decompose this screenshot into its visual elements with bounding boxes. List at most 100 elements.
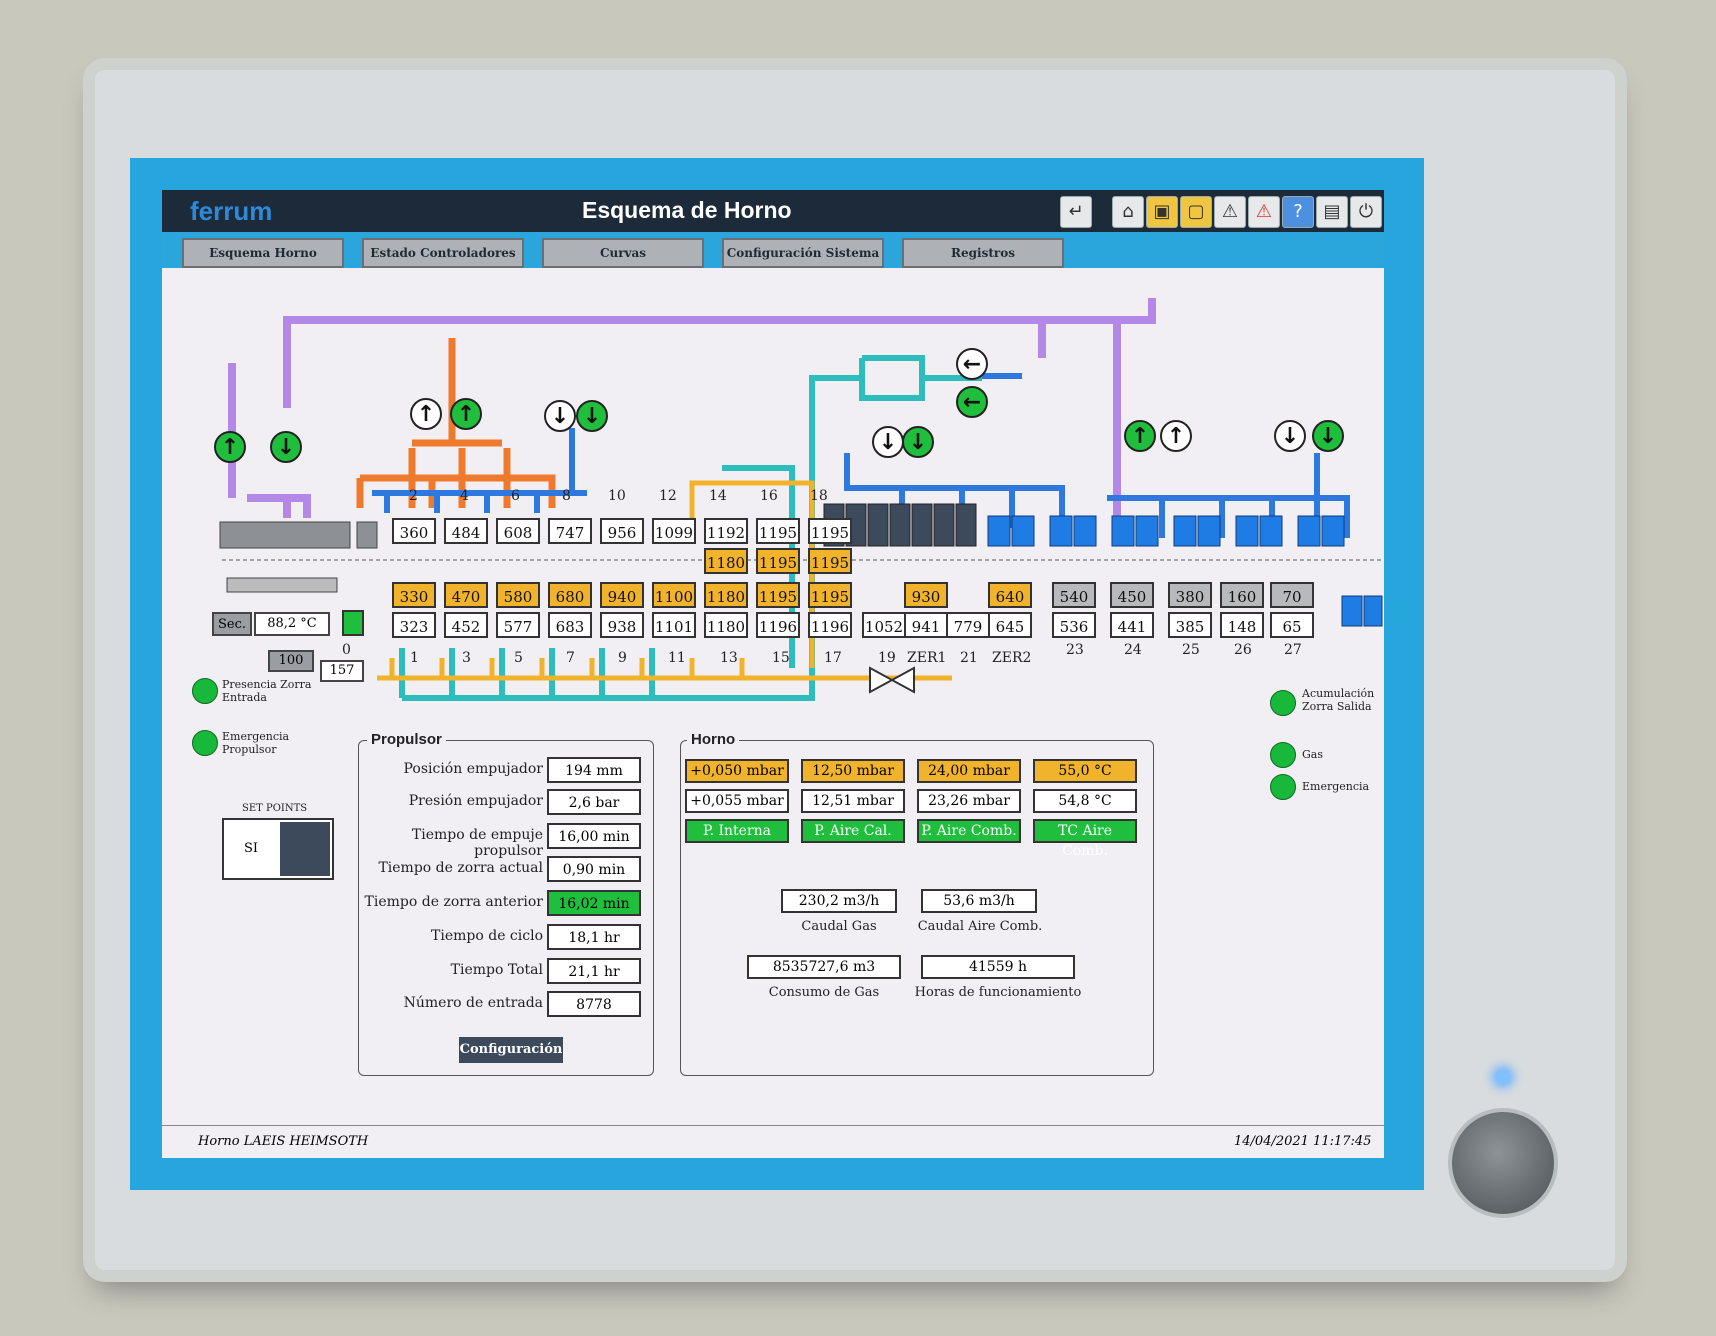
propulsor-label: Tiempo de zorra anterior [364,894,543,910]
status-left: Horno LAEIS HEIMSOTH [198,1134,369,1149]
cooling-setpoint[interactable]: 380 [1168,582,1212,608]
cooling-setpoint[interactable]: 160 [1220,582,1264,608]
title-bar: ferrum Esquema de Horno ↵ ⌂ ▣ ▢ ⚠ ⚠ ? ▤ … [162,190,1384,232]
horno-setpoint[interactable]: 12,50 mbar [801,759,905,783]
cooling-value: 385 [1168,612,1212,638]
horno-label: P. Aire Cal. [801,819,905,843]
power-led [1496,1070,1510,1084]
zone-setpoint[interactable]: 470 [444,582,488,608]
zone-temp-value: 683 [548,612,592,638]
zer1-label: ZER1 [907,650,947,666]
brand-logo: ferrum [190,196,273,226]
fan-icon[interactable]: ↑ [214,431,246,463]
emergencia-propulsor-lamp [192,730,218,756]
tab-curvas[interactable]: Curvas [542,238,704,268]
propulsor-label: Presión empujador [408,793,543,809]
consumo-gas-value: 8535727,6 m3 [747,955,901,979]
zone-setpoint[interactable]: 1195 [808,548,852,574]
configuracion-button[interactable]: Configuración [459,1037,563,1063]
zone-number: 16 [760,488,778,504]
cooling-setpoint[interactable]: 450 [1110,582,1154,608]
fan-icon[interactable]: ↑ [1160,420,1192,452]
zer2-label: ZER2 [992,650,1032,666]
fan-icon[interactable]: ↓ [270,431,302,463]
zone-setpoint[interactable]: 1180 [704,548,748,574]
tab-registros[interactable]: Registros [902,238,1064,268]
hmi-screen: ferrum Esquema de Horno ↵ ⌂ ▣ ▢ ⚠ ⚠ ? ▤ … [162,190,1384,1158]
zone-temp-value: 1101 [652,612,696,638]
zone-temp-value: 323 [392,612,436,638]
nav-bar: Esquema Horno Estado Controladores Curva… [162,232,1384,268]
warning-icon[interactable]: ⚠ [1214,196,1246,228]
fan-icon[interactable]: ↓ [902,426,934,458]
propulsor-title: Propulsor [367,731,446,748]
gas-valve-icon [869,666,915,694]
zone-number: 27 [1284,642,1302,658]
fan-icon[interactable]: ↓ [1312,420,1344,452]
sec-temp-value: 88,2 °C [254,612,330,636]
zone-number: 11 [668,650,686,666]
zone-setpoint[interactable]: 580 [496,582,540,608]
caudal-aire-label: Caudal Aire Comb. [917,919,1043,934]
power-button[interactable] [1448,1108,1558,1218]
zone-setpoint[interactable]: 1100 [652,582,696,608]
propulsor-panel: Propulsor Posición empujador 194 mm Pres… [358,731,654,1076]
zer2-setpoint[interactable]: 640 [988,582,1032,608]
propulsor-value: 0,90 min [547,856,641,882]
power-icon[interactable]: ⏻ [1350,196,1382,228]
zone-temp-value: 1195 [756,518,800,544]
propulsor-label: Tiempo Total [450,962,543,978]
setpoints-switch[interactable]: SI [222,818,334,880]
horno-panel: Horno +0,050 mbar 12,50 mbar 24,00 mbar … [680,731,1154,1076]
zone-number: 23 [1066,642,1084,658]
tab-esquema-horno[interactable]: Esquema Horno [182,238,344,268]
zone-setpoint[interactable]: 940 [600,582,644,608]
propulsor-value: 194 mm [547,757,641,783]
fan-icon[interactable]: ← [956,348,988,380]
zer1-setpoint[interactable]: 930 [904,582,948,608]
lock-icon[interactable]: ▣ [1146,196,1178,228]
zone-number: 12 [659,488,677,504]
fan-icon[interactable]: ↑ [1124,420,1156,452]
horno-setpoint[interactable]: 24,00 mbar [917,759,1021,783]
unlock-icon[interactable]: ▢ [1180,196,1212,228]
propulsor-label: Tiempo de zorra actual [378,860,543,876]
cooling-setpoint[interactable]: 540 [1052,582,1096,608]
zone-temp-value: 956 [600,518,644,544]
speed-value[interactable]: 100 [268,650,314,672]
fan-icon[interactable]: ↓ [1274,420,1306,452]
fan-icon[interactable]: ← [956,386,988,418]
zone-temp-value: 938 [600,612,644,638]
horno-setpoint[interactable]: +0,050 mbar [685,759,789,783]
cooling-setpoint[interactable]: 70 [1270,582,1314,608]
zone-setpoint[interactable]: 1195 [756,548,800,574]
zone-number: 13 [720,650,738,666]
zone-setpoint[interactable]: 330 [392,582,436,608]
zone-temp-value: 360 [392,518,436,544]
fan-icon[interactable]: ↑ [450,398,482,430]
fan-icon[interactable]: ↓ [872,426,904,458]
tab-configuracion-sistema[interactable]: Configuración Sistema [722,238,884,268]
help-icon[interactable]: ? [1282,196,1314,228]
cooling-value: 65 [1270,612,1314,638]
caudal-gas-label: Caudal Gas [801,919,877,934]
fan-icon[interactable]: ↓ [544,400,576,432]
zone-setpoint[interactable]: 680 [548,582,592,608]
page-title: Esquema de Horno [582,197,792,223]
zone-number: 15 [772,650,790,666]
zone-setpoint[interactable]: 1180 [704,582,748,608]
zone-number: 17 [824,650,842,666]
tab-estado-controladores[interactable]: Estado Controladores [362,238,524,268]
gas-lamp [1270,742,1296,768]
zone-setpoint[interactable]: 1195 [756,582,800,608]
enter-icon[interactable]: ↵ [1060,196,1092,228]
zone-number: 9 [618,650,627,666]
print-icon[interactable]: ▤ [1316,196,1348,228]
fan-icon[interactable]: ↓ [576,400,608,432]
zone-temp-value: 1192 [704,518,748,544]
zone-setpoint[interactable]: 1195 [808,582,852,608]
home-icon[interactable]: ⌂ [1112,196,1144,228]
alarm-icon[interactable]: ⚠ [1248,196,1280,228]
fan-icon[interactable]: ↑ [410,398,442,430]
horno-setpoint[interactable]: 55,0 °C [1033,759,1137,783]
